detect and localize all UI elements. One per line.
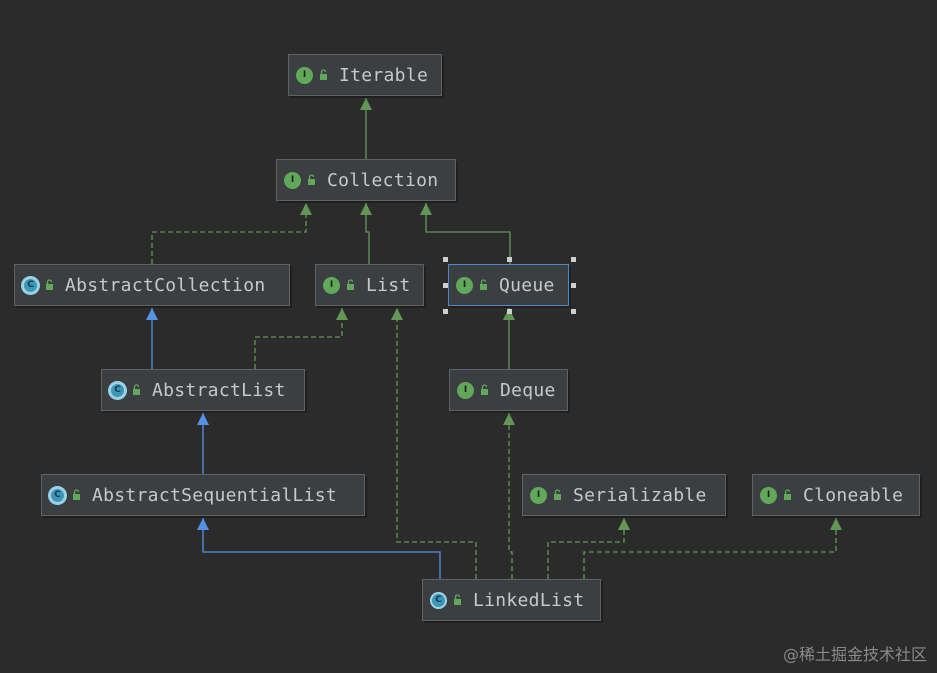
node-iterable[interactable]: I Iterable [288,54,442,96]
node-label: AbstractSequentialList [92,484,338,506]
node-abstract-sequential-list[interactable]: C AbstractSequentialList [41,474,365,516]
node-deque[interactable]: I Deque [449,369,568,411]
edge-collection-iterable[interactable] [360,98,372,159]
edge-linkedlist-deque[interactable] [503,413,515,579]
arrowhead [420,203,432,215]
arrowhead [300,203,312,215]
lock-icon [347,279,354,290]
node-queue[interactable]: I Queue [448,264,569,306]
interface-icon: I [323,276,340,294]
class-icon: C [430,591,447,609]
edge-abstractcollection-collection[interactable] [151,203,312,264]
resize-handle-middle-right[interactable] [571,283,576,288]
resize-handle-top-center[interactable] [507,257,512,262]
lock-icon [454,594,461,605]
node-label: Iterable [339,64,429,86]
lock-icon [308,174,315,185]
watermark: @稀土掘金技术社区 [782,645,927,664]
arrowhead [336,308,348,320]
edge-linkedlist-cloneable[interactable] [583,518,842,579]
node-linked-list[interactable]: C LinkedList [422,579,601,621]
node-label: Queue [499,274,555,296]
abstract-class-icon: C [109,381,126,399]
edge-deque-queue[interactable] [503,308,515,369]
node-label: AbstractList [152,379,286,401]
node-abstract-collection[interactable]: C AbstractCollection [14,264,290,306]
lock-icon [46,279,53,290]
interface-icon: I [530,486,547,504]
interface-icon: I [457,381,474,399]
resize-handle-bottom-right[interactable] [571,309,576,314]
arrowhead [618,518,630,530]
arrowhead [391,308,403,320]
edge-list-collection[interactable] [360,203,372,264]
abstract-class-icon: C [22,276,39,294]
arrowhead [503,308,515,320]
arrowhead [360,98,372,110]
edge-linkedlist-abstractsequentiallist[interactable] [197,518,441,579]
lock-icon [320,69,327,80]
node-label: LinkedList [473,589,585,611]
node-label: Deque [500,379,556,401]
lock-icon [73,489,80,500]
arrowhead [503,413,515,425]
interface-icon: I [760,486,777,504]
abstract-class-icon: C [49,486,66,504]
arrowhead [830,518,842,530]
lock-icon [481,384,488,395]
edge-abstractsequentiallist-abstractlist[interactable] [197,413,209,474]
node-label: List [366,274,411,296]
node-label: Collection [327,169,439,191]
arrowhead [197,413,209,425]
node-label: Cloneable [803,484,904,506]
lock-icon [554,489,561,500]
interface-icon: I [296,66,313,84]
edge-queue-collection[interactable] [420,203,511,264]
node-collection[interactable]: I Collection [276,159,456,201]
node-list[interactable]: I List [315,264,424,306]
resize-handle-middle-left[interactable] [443,283,448,288]
node-serializable[interactable]: I Serializable [522,474,726,516]
resize-handle-top-right[interactable] [571,257,576,262]
edge-linkedlist-list[interactable] [391,308,477,579]
arrowhead [146,308,158,320]
interface-icon: I [284,171,301,189]
arrowhead [360,203,372,215]
edge-abstractlist-abstractcollection[interactable] [146,308,158,369]
edge-linkedlist-serializable[interactable] [547,518,630,579]
resize-handle-top-left[interactable] [443,257,448,262]
lock-icon [480,279,487,290]
node-cloneable[interactable]: I Cloneable [752,474,920,516]
interface-icon: I [456,276,473,294]
node-abstract-list[interactable]: C AbstractList [101,369,305,411]
node-label: Serializable [573,484,707,506]
arrowhead [197,518,209,530]
lock-icon [133,384,140,395]
resize-handle-bottom-left[interactable] [443,309,448,314]
node-label: AbstractCollection [65,274,266,296]
resize-handle-bottom-center[interactable] [507,309,512,314]
lock-icon [784,489,791,500]
edge-abstractlist-list[interactable] [254,308,348,369]
